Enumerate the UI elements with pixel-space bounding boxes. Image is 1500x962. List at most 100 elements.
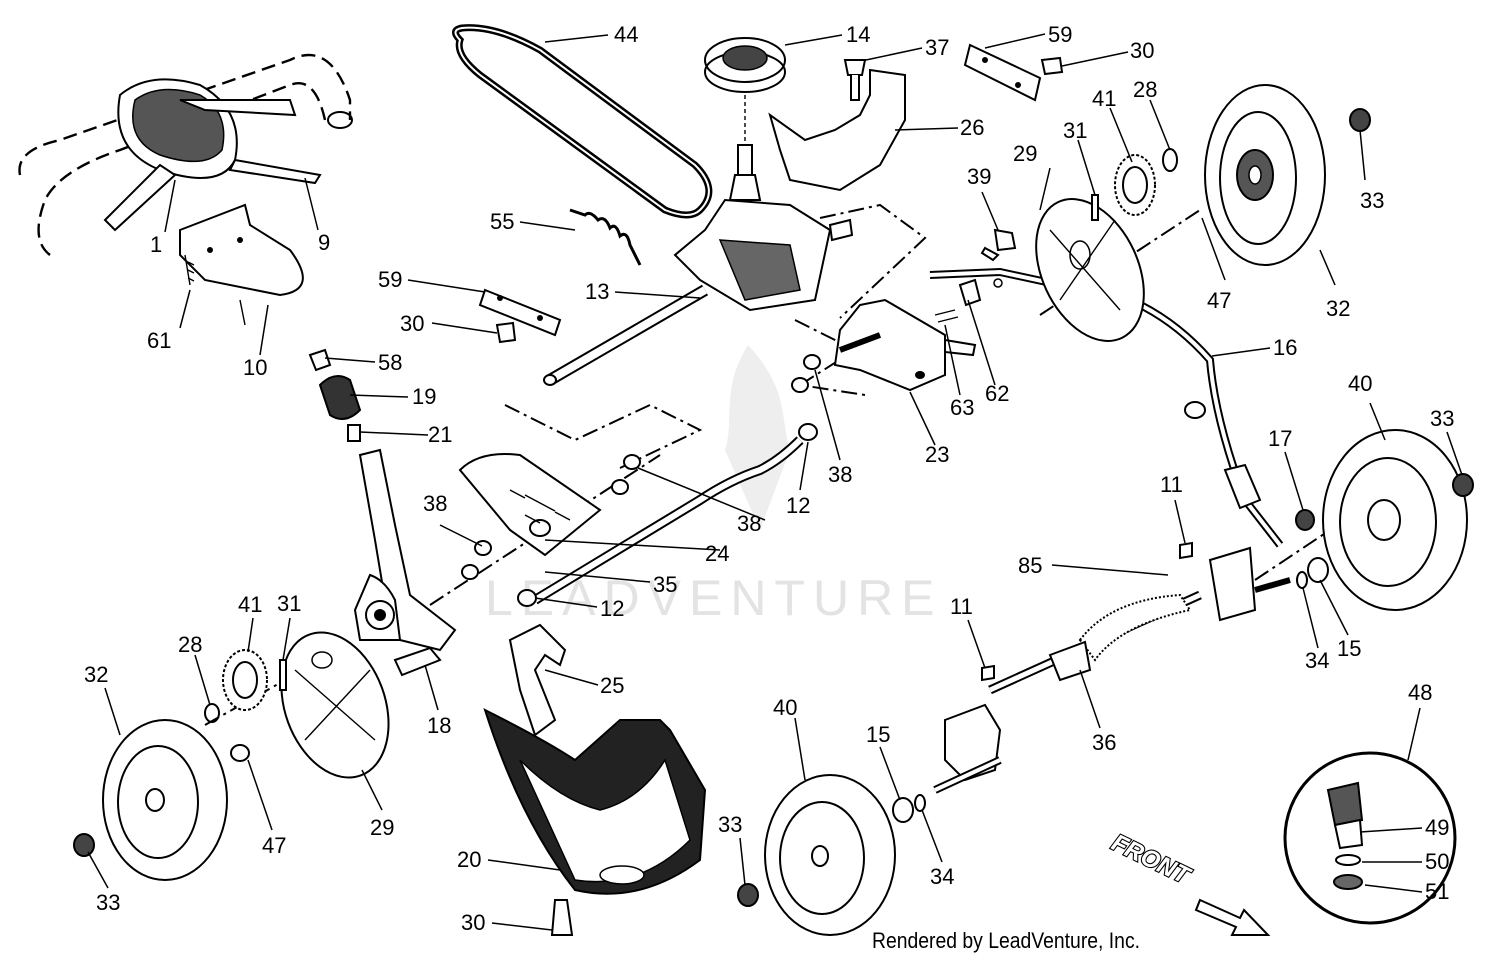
- callout-34-right: 34: [1305, 648, 1329, 673]
- plate-body: [179, 203, 304, 297]
- axis-box-left: [504, 403, 703, 469]
- callout-41-right: 41: [1092, 86, 1116, 111]
- callout-55: 55: [490, 209, 514, 234]
- handle-lever-left: [103, 163, 177, 232]
- rear-axle-35: [532, 436, 804, 605]
- callout-48: 48: [1408, 680, 1432, 705]
- axis-box-upper: [819, 203, 927, 319]
- callout-33-lower: 33: [718, 812, 742, 837]
- callout-14: 14: [846, 22, 870, 47]
- wheel-40-right: [1322, 429, 1468, 611]
- callout-61: 61: [147, 328, 171, 353]
- hardware-front: [73, 108, 1474, 907]
- callout-32-right: 32: [1326, 296, 1350, 321]
- callout-34-left: 34: [930, 864, 954, 889]
- watermark-text: LEADVENTURE: [485, 570, 943, 626]
- callout-37: 37: [925, 35, 949, 60]
- callout-18: 18: [427, 713, 451, 738]
- hubcap-29-left: [280, 631, 390, 779]
- callout-50: 50: [1425, 849, 1449, 874]
- gear-41-left: [204, 649, 287, 723]
- callout-33-right: 33: [1430, 406, 1454, 431]
- callout-47-right: 47: [1207, 288, 1231, 313]
- front-label: FRONT: [1107, 829, 1195, 891]
- callout-16: 16: [1273, 335, 1297, 360]
- callout-38-center: 38: [828, 462, 852, 487]
- wheel-32-lower-left: [102, 719, 228, 881]
- callout-24: 24: [705, 541, 729, 566]
- callout-29-right: 29: [1013, 141, 1037, 166]
- callout-59-upper: 59: [1048, 22, 1072, 47]
- handle-lever-right: [179, 99, 297, 117]
- handle-cable-9: [228, 158, 322, 185]
- callout-31-left: 31: [277, 591, 301, 616]
- callout-44: 44: [614, 22, 638, 47]
- callout-36: 36: [1092, 730, 1116, 755]
- callout-30-upper: 30: [1130, 38, 1154, 63]
- callout-28-right: 28: [1133, 77, 1157, 102]
- callout-38-mid: 38: [737, 511, 761, 536]
- height-knob-19: [308, 348, 362, 442]
- callout-58: 58: [378, 350, 402, 375]
- callout-29-left: 29: [370, 815, 394, 840]
- callout-31-right: 31: [1063, 118, 1087, 143]
- callout-20: 20: [457, 847, 481, 872]
- height-rod-16: [929, 267, 1284, 548]
- bolt-39: [980, 228, 1017, 262]
- spring-55: [569, 208, 642, 266]
- callout-11-left: 11: [950, 594, 973, 619]
- rear-shield-20: [483, 708, 707, 936]
- mounting-plate-10: [179, 203, 304, 326]
- callout-26: 26: [960, 115, 984, 140]
- callout-62: 62: [985, 381, 1009, 406]
- callout-21: 21: [428, 422, 452, 447]
- callout-13: 13: [585, 279, 609, 304]
- axis-front-right: [1254, 529, 1331, 581]
- rear-guard-24: [458, 453, 602, 557]
- callout-15-left: 15: [866, 722, 890, 747]
- callout-47-left: 47: [262, 833, 286, 858]
- bracket-59-upper: [963, 43, 1064, 102]
- callout-41-left: 41: [238, 592, 262, 617]
- handle-outline-dashed: [18, 53, 352, 256]
- callout-59-lower: 59: [378, 267, 402, 292]
- wheel-40-left: [764, 774, 896, 936]
- callout-85: 85: [1018, 553, 1042, 578]
- rendered-by-credit: Rendered by LeadVenture, Inc.: [872, 928, 1141, 953]
- front-direction-arrow: FRONT: [1106, 828, 1271, 936]
- callout-33-upper: 33: [1360, 188, 1384, 213]
- callout-51: 51: [1425, 879, 1449, 904]
- callout-11-right: 11: [1160, 472, 1183, 497]
- detail-48: [1283, 751, 1457, 925]
- axis-box-center: [794, 319, 866, 396]
- callout-28-left: 28: [178, 632, 202, 657]
- callout-33-left: 33: [96, 890, 120, 915]
- callout-40-right: 40: [1348, 371, 1372, 396]
- handle-assembly: [18, 53, 353, 256]
- callout-35: 35: [653, 572, 677, 597]
- bracket-26: [768, 59, 906, 192]
- leader-lines: [87, 33, 1463, 931]
- gear-41-right: [1091, 148, 1178, 221]
- callout-32-left: 32: [84, 662, 108, 687]
- callout-labels: 1 9 10 61 44 14 37 59 30 41 28 26 31 29 …: [84, 22, 1454, 935]
- callout-12-upper: 12: [786, 493, 810, 518]
- handle-end: [327, 111, 353, 129]
- wheel-32-upper-right: [1204, 84, 1326, 266]
- bracket-59-lower: [478, 288, 562, 344]
- pulley-14: [704, 37, 786, 150]
- callout-49: 49: [1425, 815, 1449, 840]
- callout-40-left: 40: [773, 695, 797, 720]
- adjuster-arm-left: [353, 448, 457, 677]
- callout-19: 19: [412, 384, 436, 409]
- watermark-flame-icon: [725, 345, 790, 530]
- callout-38-left: 38: [423, 491, 447, 516]
- callout-9: 9: [318, 230, 330, 255]
- callout-39: 39: [967, 164, 991, 189]
- drive-belt-44: [452, 24, 713, 219]
- callout-25: 25: [600, 673, 624, 698]
- transmission-13: [543, 144, 854, 386]
- callout-15-right: 15: [1337, 636, 1361, 661]
